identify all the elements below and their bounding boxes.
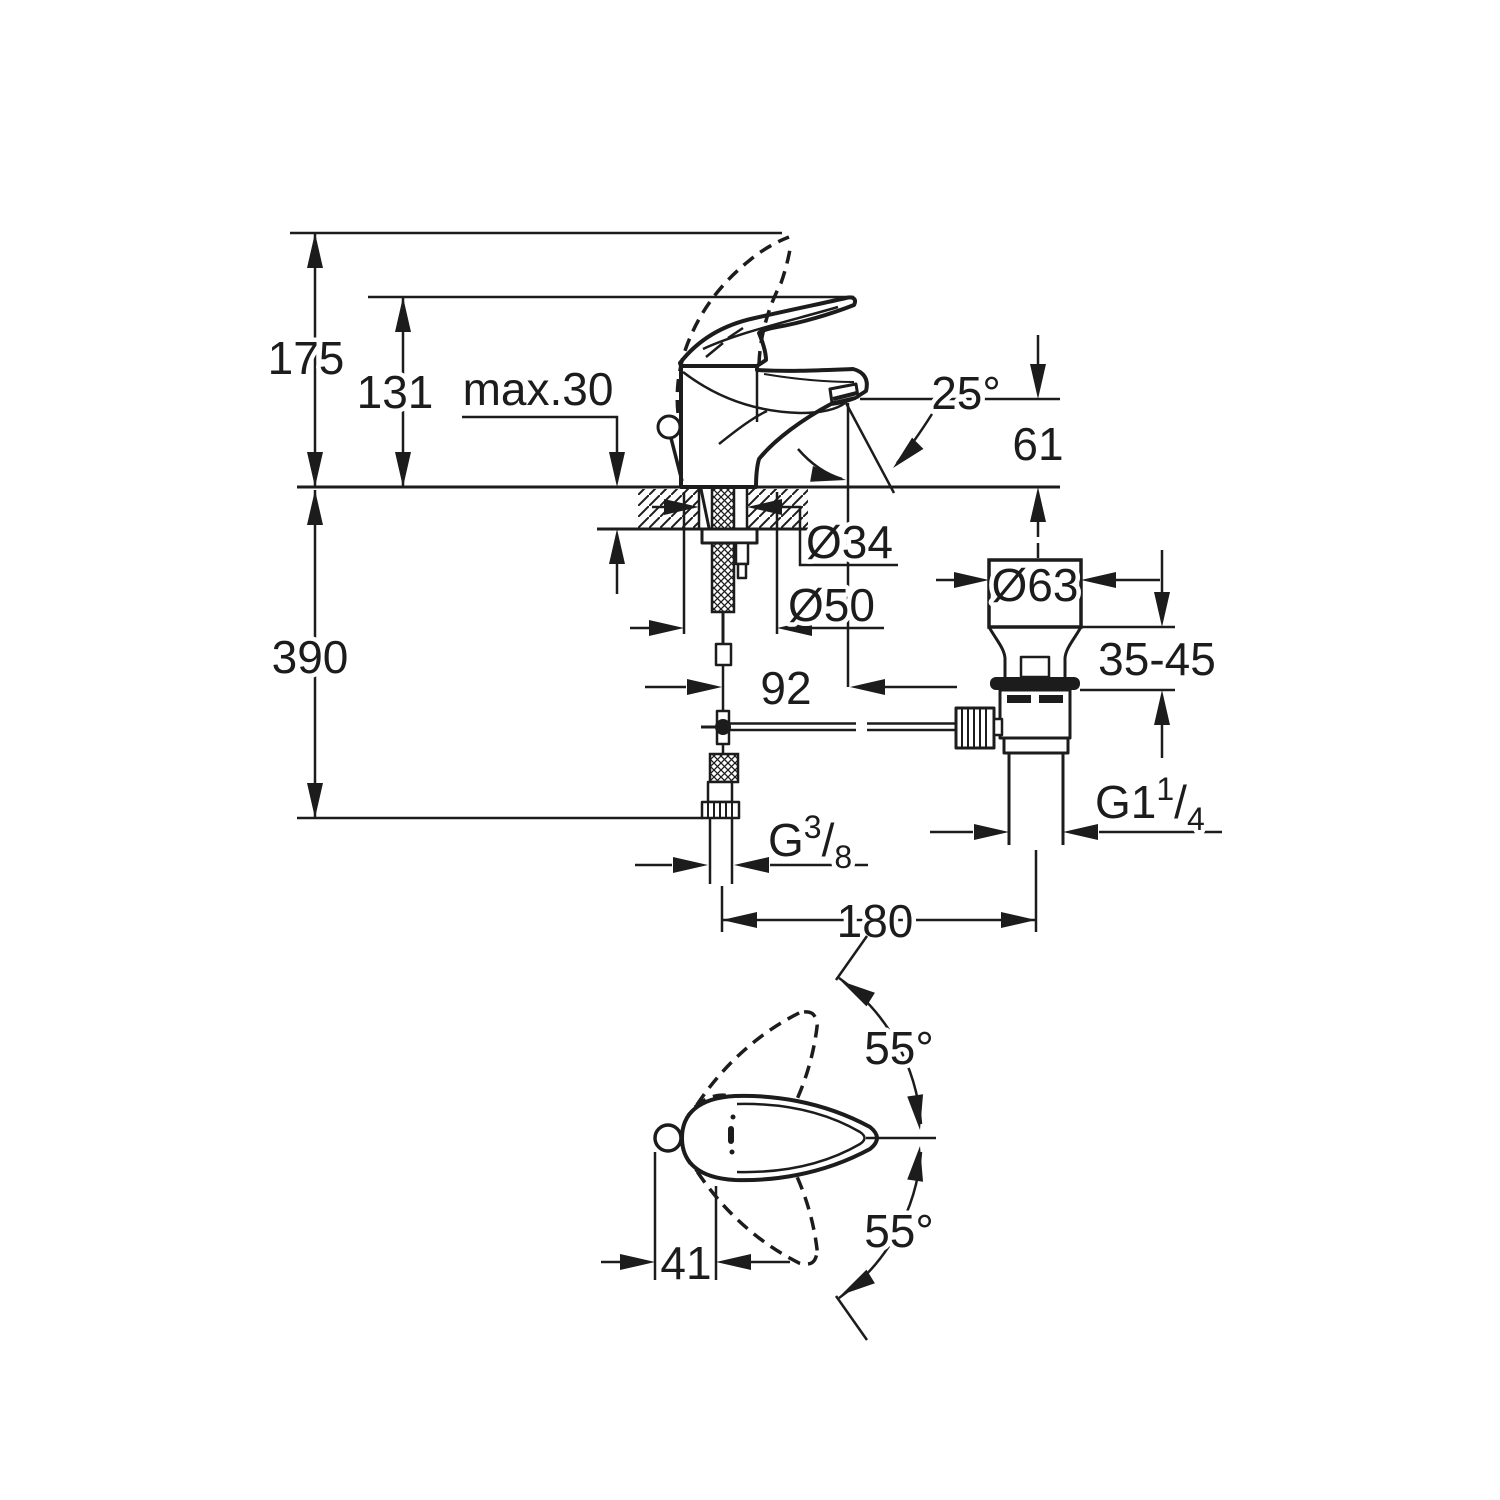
waste-thread-label: G11/4 [1095,771,1205,837]
spout-angle-construction [797,402,934,687]
handle-top-view [653,987,936,1289]
pop-up-waste-valve [954,543,1083,928]
dimension-131: 131 [352,297,438,487]
depth-below-label: 390 [272,631,349,683]
pop-up-linkage-rod [730,722,999,732]
dimension-92: 92 [645,658,957,719]
spout-reach-label: 92 [760,662,811,714]
dimension-dia63: Ø63 [936,555,1160,616]
base-diameter-label: Ø50 [788,579,875,631]
dimension-61: 61 [1008,335,1068,537]
dimension-180: 180 [720,850,1038,952]
dimension-390: 390 [267,490,353,818]
waste-deck-range-label: 35-45 [1098,633,1216,685]
outlet-height-label: 61 [1012,418,1063,470]
raised-handle-dashed [675,235,793,414]
dimension-dia34: Ø34 [652,499,898,573]
total-height-label: 175 [268,332,345,384]
dimension-max30: max.30 [458,359,625,594]
deck-thickness-label: max.30 [463,363,614,415]
lever-handle-side-view [678,295,857,368]
dimension-55-upper: 55° [834,935,938,1132]
pop-up-knob-top [653,1123,683,1153]
dimension-g114: G11/4 [930,767,1222,842]
spout-top-height-label: 131 [357,366,434,418]
center-distance-label: 180 [837,895,914,947]
waste-diameter-label: Ø63 [992,559,1079,611]
dimension-25deg: 25° [927,363,1006,424]
pop-up-knob-side [656,414,684,482]
dimension-35-45: 35-45 [1080,550,1220,758]
handle-solid [680,1093,879,1183]
dimension-175: 175 [263,233,349,487]
faucet-body-side-view [679,364,869,489]
dimension-55-lower: 55° [834,1144,938,1341]
swivel-lower-label: 55° [864,1205,934,1257]
dimension-41: 41 [601,1152,790,1294]
dimension-dia50: Ø50 [630,492,884,636]
swivel-upper-label: 55° [864,1022,934,1074]
reference-lines [290,231,1060,820]
mounting-shank-and-supply-hose [699,488,759,884]
hole-diameter-label: Ø34 [806,516,893,568]
spout-angle-label: 25° [931,367,1001,419]
handle-offset-label: 41 [660,1237,711,1289]
